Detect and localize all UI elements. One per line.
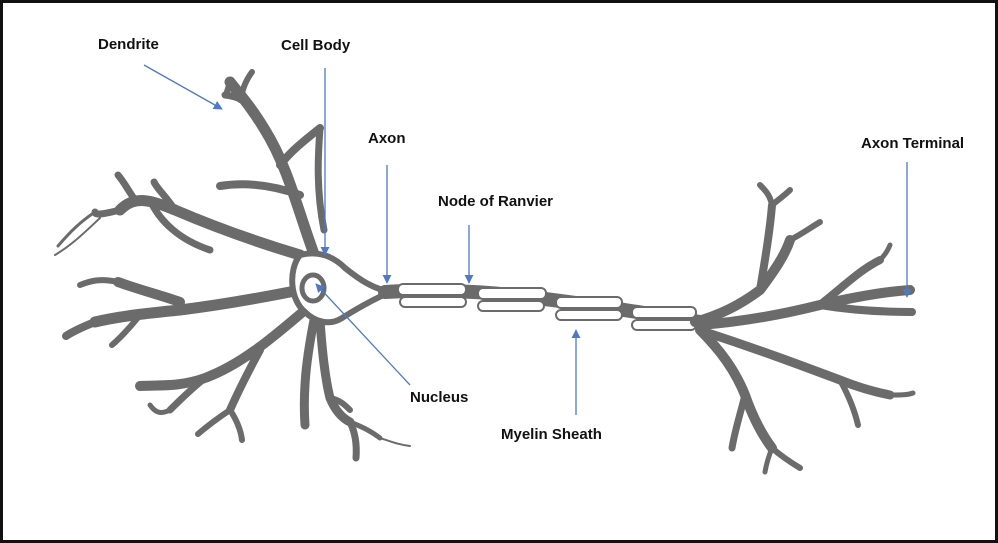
axon-shape (385, 284, 700, 330)
neuron-body (55, 72, 410, 458)
label-node-of-ranvier: Node of Ranvier (438, 193, 553, 210)
label-nucleus: Nucleus (410, 389, 468, 406)
myelin-segments (398, 284, 696, 330)
label-dendrite: Dendrite (98, 36, 159, 53)
label-axon: Axon (368, 130, 406, 147)
label-axon-terminal: Axon Terminal (861, 135, 964, 152)
nucleus-shape (302, 275, 324, 301)
axon-terminal-shape (695, 185, 913, 472)
label-cell-body: Cell Body (281, 37, 351, 54)
dendrites (55, 72, 410, 458)
dendrite-arrow (144, 65, 222, 109)
label-myelin-sheath: Myelin Sheath (501, 426, 602, 443)
